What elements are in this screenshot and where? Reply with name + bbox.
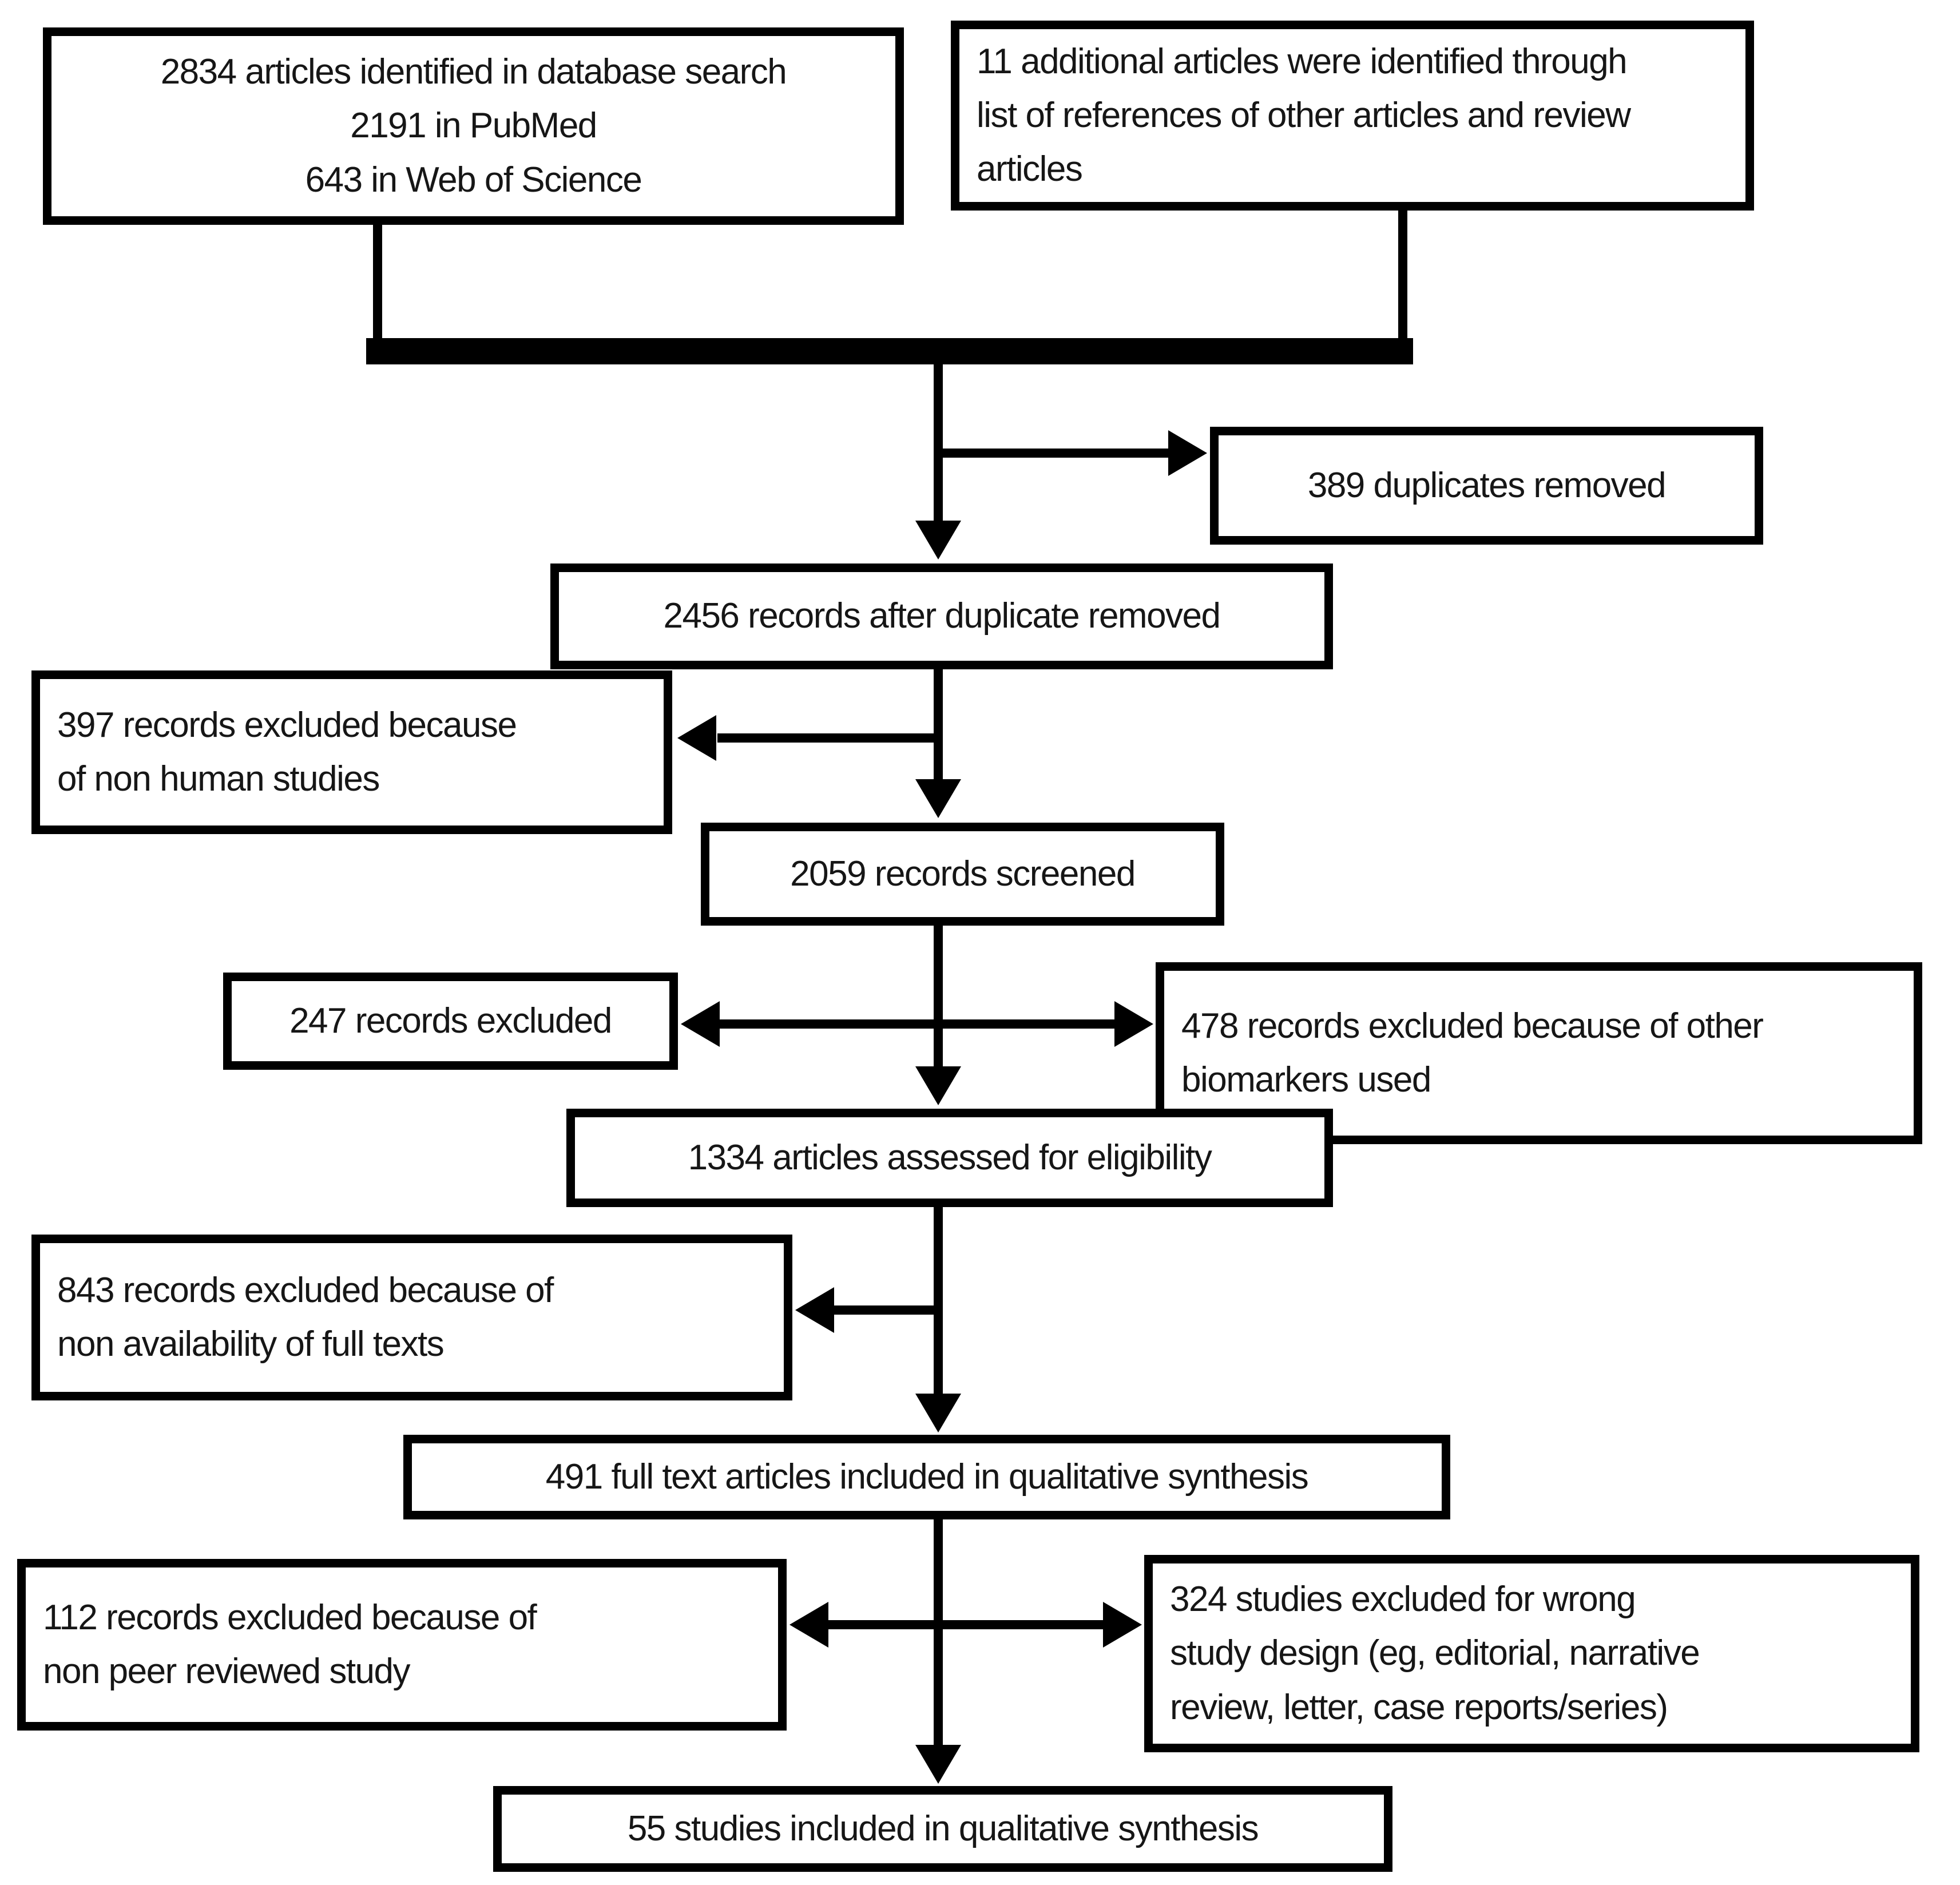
flow-box-records-excluded: 247 records excluded: [223, 973, 678, 1070]
arrowhead-right-to-biomarkers: [1114, 1001, 1153, 1047]
arrowhead-down-to-eligibility: [915, 1066, 961, 1105]
flow-box-text: 2834 articles identified in database sea…: [160, 52, 787, 92]
flow-box-text: 2191 in PubMed: [350, 106, 597, 146]
flow-box-text: 2059 records screened: [790, 854, 1136, 894]
flow-box-records-screened: 2059 records screened: [701, 823, 1224, 926]
flow-box-text: non availability of full texts: [57, 1324, 445, 1364]
flow-box-identified-database: 2834 articles identified in database sea…: [43, 27, 904, 225]
flow-box-text: 1334 articles assessed for eligibility: [688, 1137, 1212, 1177]
flow-box-excluded-wrong-design: 324 studies excluded for wrong study des…: [1144, 1555, 1919, 1752]
flow-box-text: 324 studies excluded for wrong: [1170, 1580, 1636, 1620]
flow-box-excluded-no-fulltext: 843 records excluded because of non avai…: [31, 1235, 792, 1400]
flow-box-text: 2456 records after duplicate removed: [663, 596, 1221, 636]
flow-box-text: 389 duplicates removed: [1307, 465, 1667, 505]
flow-box-duplicates-removed: 389 duplicates removed: [1210, 427, 1763, 545]
arrowhead-down-to-after-duplicates: [915, 521, 961, 559]
flow-box-text: 478 records excluded because of other: [1181, 1006, 1764, 1046]
arrowhead-down-to-fulltext-qualitative: [915, 1394, 961, 1432]
flow-box-text: 643 in Web of Science: [305, 160, 642, 200]
flow-box-text: of non human studies: [57, 759, 380, 799]
arrowhead-right-to-duplicates: [1168, 430, 1207, 476]
arrowhead-left-to-non-human: [677, 715, 716, 761]
flow-box-text: 112 records excluded because of: [43, 1597, 537, 1637]
flow-box-text: 11 additional articles were identified t…: [977, 41, 1628, 81]
flow-box-fulltext-qualitative: 491 full text articles included in quali…: [403, 1435, 1450, 1519]
flow-box-assessed-eligibility: 1334 articles assessed for eligibility: [566, 1109, 1333, 1207]
flow-box-excluded-non-human: 397 records excluded because of non huma…: [31, 670, 672, 834]
flow-box-text: biomarkers used: [1181, 1060, 1431, 1100]
flow-box-text: articles: [977, 149, 1083, 189]
flow-box-identified-references: 11 additional articles were identified t…: [951, 21, 1754, 211]
flow-box-text: 55 studies included in qualitative synth…: [627, 1808, 1259, 1848]
arrowhead-down-to-included: [915, 1745, 961, 1784]
arrowhead-right-to-wrong-design: [1103, 1602, 1142, 1648]
flow-box-text: list of references of other articles and…: [977, 95, 1631, 135]
flow-box-excluded-non-peer-reviewed: 112 records excluded because of non peer…: [17, 1559, 787, 1731]
flow-box-excluded-other-biomarkers: 478 records excluded because of other bi…: [1156, 962, 1922, 1144]
flow-box-records-after-duplicates: 2456 records after duplicate removed: [550, 563, 1333, 669]
flow-box-included-qualitative: 55 studies included in qualitative synth…: [493, 1786, 1392, 1872]
flow-box-text: review, letter, case reports/series): [1170, 1687, 1668, 1727]
arrowhead-left-to-excluded-247: [681, 1001, 720, 1047]
arrowhead-left-to-non-peer: [789, 1602, 828, 1648]
flow-box-text: 247 records excluded: [289, 1001, 612, 1041]
flow-box-text: 491 full text articles included in quali…: [545, 1457, 1309, 1497]
flow-box-text: 397 records excluded because: [57, 705, 517, 745]
flow-box-text: non peer reviewed study: [43, 1652, 411, 1691]
arrowhead-left-to-no-fulltext: [795, 1287, 834, 1333]
flow-box-text: study design (eg, editorial, narrative: [1170, 1633, 1700, 1673]
flow-box-text: 843 records excluded because of: [57, 1270, 554, 1310]
arrowhead-down-to-screened: [915, 779, 961, 818]
